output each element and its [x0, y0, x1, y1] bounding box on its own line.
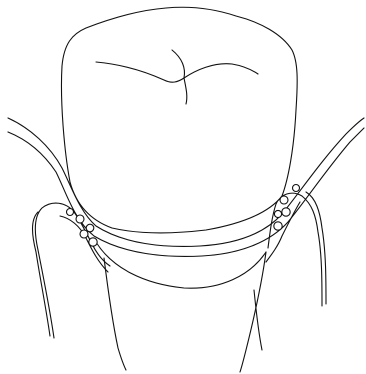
cervical-bowl — [96, 242, 266, 288]
tooth-root — [104, 252, 266, 372]
bubble-right-1 — [293, 185, 300, 192]
bubble-left-3 — [80, 230, 88, 238]
tooth-crown — [61, 7, 297, 233]
bubble-right-3 — [282, 208, 290, 216]
bubble-left-4 — [86, 224, 94, 232]
bubble-right-5 — [274, 222, 282, 230]
gingiva-left-outer — [35, 203, 110, 338]
gingiva-left-sulcus — [60, 216, 108, 272]
root-left-outline — [104, 258, 126, 370]
bubble-left-2 — [76, 215, 84, 223]
root-right-outline — [240, 252, 266, 372]
bubble-left-1 — [67, 209, 74, 216]
gingiva-left — [33, 203, 111, 338]
gingiva-right-inner — [306, 192, 326, 304]
bubble-right-4 — [274, 210, 281, 217]
crown-outline — [61, 7, 297, 233]
cervical-region — [96, 242, 266, 288]
bubble-left-5 — [89, 238, 97, 246]
gingiva-right — [266, 192, 326, 306]
bubble-right-2 — [280, 196, 288, 204]
